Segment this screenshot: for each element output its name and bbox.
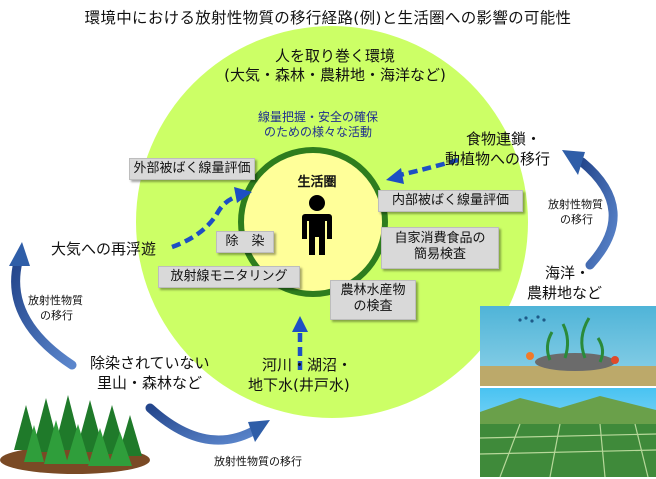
sea-line1: 海洋・ xyxy=(545,264,591,282)
forest-line1: 除染されていない xyxy=(90,354,210,372)
arrow-head-atmosphere xyxy=(234,187,252,203)
external-dose-box: 外部被ばく線量評価 xyxy=(129,158,255,180)
person-icon xyxy=(302,195,332,255)
sea-line2: 農耕地など xyxy=(527,284,603,302)
environment-subheading: (大気・森林・農耕地・海洋など) xyxy=(224,66,446,84)
transfer-right-line1: 放射性物質 xyxy=(548,198,603,211)
farmland-illustration xyxy=(479,388,656,478)
curved-arrow-right xyxy=(577,157,618,270)
transfer-left-line2: の移行 xyxy=(40,309,73,322)
food-chain-line1: 食物連鎖・ xyxy=(466,130,542,148)
environment-heading: 人を取り巻く環境 xyxy=(274,47,395,65)
arrow-head-foodchain xyxy=(386,168,404,184)
sea-illustration xyxy=(480,306,656,386)
agri-inspection-line1: 農林水産物 xyxy=(340,283,406,298)
agri-inspection-line2: の検査 xyxy=(353,299,393,314)
atmosphere-label: 大気への再浮遊 xyxy=(51,240,157,258)
curved-arrow-left xyxy=(11,257,77,370)
transfer-left-line1: 放射性物質 xyxy=(28,294,83,307)
self-food-line2: 簡易検査 xyxy=(413,247,466,262)
water-line2: 地下水(井戸水) xyxy=(248,376,350,394)
arrow-head-water xyxy=(292,316,308,332)
self-food-line1: 自家消費食品の xyxy=(394,231,486,246)
agri-inspection-box: 農林水産物 の検査 xyxy=(330,280,416,320)
curved-arrow-bottom xyxy=(145,403,260,445)
self-food-box: 自家消費食品の 簡易検査 xyxy=(381,227,499,269)
forest-line2: 里山・森林など xyxy=(97,374,203,392)
decontamination-box: 除 染 xyxy=(216,231,274,253)
curved-arrow-right-head xyxy=(562,150,585,175)
internal-dose-box: 内部被ばく線量評価 xyxy=(378,190,523,212)
curved-arrow-left-head xyxy=(9,242,30,266)
monitoring-box: 放射線モニタリング xyxy=(158,266,300,288)
curved-arrow-bottom-head xyxy=(248,420,270,442)
water-line1: 河川・湖沼・ xyxy=(262,356,353,374)
diagram-title: 環境中における放射性物質の移行経路(例)と生活圏への影響の可能性 xyxy=(84,9,572,27)
forest-illustration xyxy=(0,395,150,474)
living-sphere-label: 生活圏 xyxy=(297,175,337,190)
food-chain-line2: 動植物への移行 xyxy=(445,150,551,168)
transfer-bottom: 放射性物質の移行 xyxy=(214,455,302,468)
activities-line2: のための様々な活動 xyxy=(263,125,372,139)
dashed-arrows xyxy=(171,157,459,370)
activities-line1: 線量把握・安全の確保 xyxy=(257,110,378,124)
transfer-right-line2: の移行 xyxy=(560,213,593,226)
